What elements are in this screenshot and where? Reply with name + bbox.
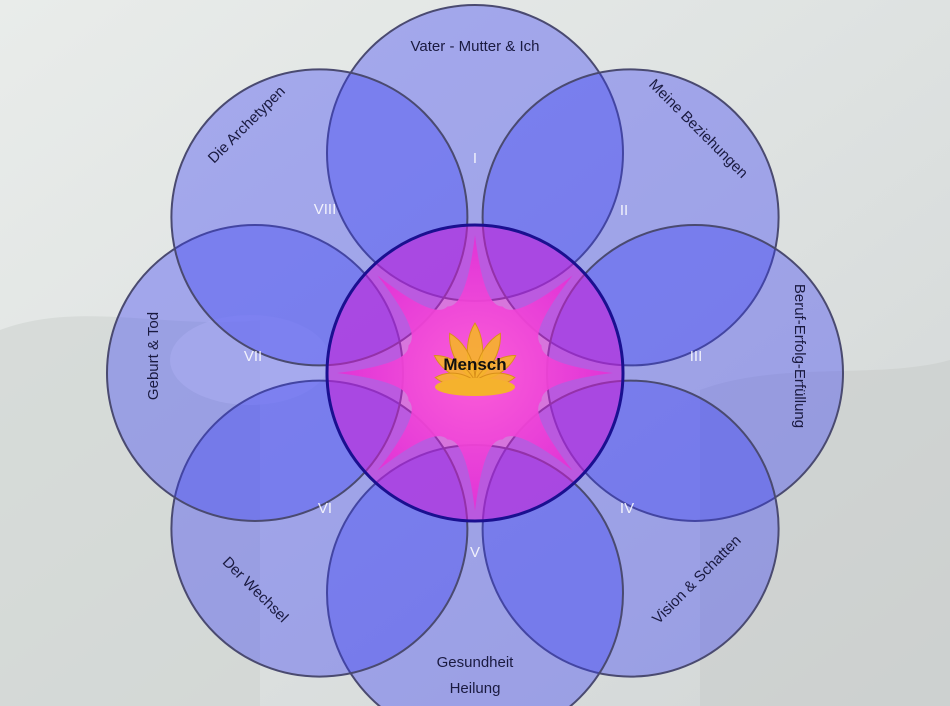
numeral-iv: IV	[620, 500, 634, 517]
numeral-iii: III	[690, 348, 703, 365]
numeral-ii: II	[620, 202, 628, 219]
petal-label-1: Vater - Mutter & Ich	[411, 38, 540, 55]
numeral-viii: VIII	[314, 201, 337, 218]
lotus-base	[435, 378, 515, 396]
petal-label-7: Geburt & Tod	[145, 312, 162, 400]
petal-label-5-line-2: Heilung	[450, 680, 501, 697]
petal-label-3: Beruf-Erfolg-Erfüllung	[791, 284, 808, 428]
numeral-vi: VI	[318, 500, 332, 517]
numeral-v: V	[470, 544, 480, 561]
petal-label-5-line-1: Gesundheit	[437, 654, 515, 671]
numeral-i: I	[473, 150, 477, 167]
numeral-vii: VII	[244, 348, 262, 365]
center-label: Mensch	[443, 355, 506, 374]
